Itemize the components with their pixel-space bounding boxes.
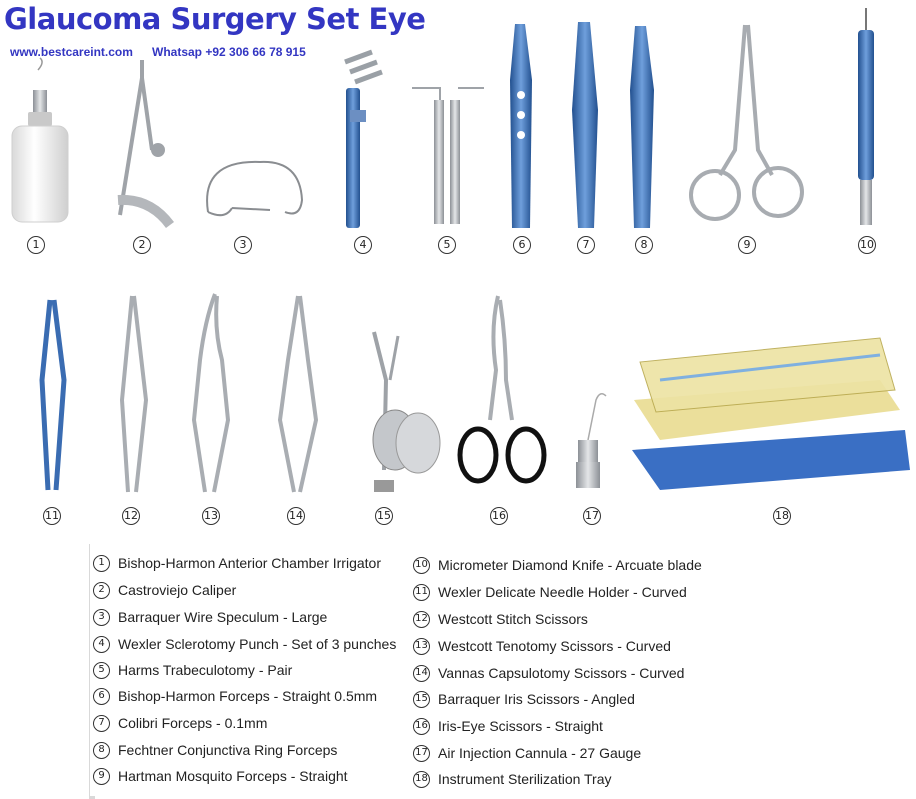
legend-text: Micrometer Diamond Knife - Arcuate blade xyxy=(438,557,702,573)
item-marker-5: 5 xyxy=(438,236,456,254)
item-marker-18: 18 xyxy=(773,507,791,525)
legend-text: Wexler Sclerotomy Punch - Set of 3 punch… xyxy=(118,636,397,652)
item-marker-7: 7 xyxy=(577,236,595,254)
website-text: www.bestcareint.com xyxy=(10,45,133,59)
legend-num: 15 xyxy=(413,691,430,708)
legend-num: 9 xyxy=(93,768,110,785)
legend-item-6: 6 Bishop-Harmon Forceps - Straight 0.5mm xyxy=(93,688,408,708)
legend-text: Bishop-Harmon Forceps - Straight 0.5mm xyxy=(118,688,378,704)
legend-text: Westcott Tenotomy Scissors - Curved xyxy=(438,638,671,654)
air-cannula-image xyxy=(576,393,607,488)
legend-num: 3 xyxy=(93,609,110,626)
irrigator-bottle-image xyxy=(11,57,69,223)
item-marker-15: 15 xyxy=(375,507,393,525)
sclerotomy-punch-image xyxy=(344,49,383,228)
legend-item-9: 9 Hartman Mosquito Forceps - Straight xyxy=(93,768,408,788)
colibri-forceps-image xyxy=(572,22,598,228)
legend-item-15: 15 Barraquer Iris Scissors - Angled xyxy=(413,691,733,711)
item-marker-13: 13 xyxy=(202,507,220,525)
bishop-harmon-forceps-image xyxy=(510,24,532,228)
legend-num: 6 xyxy=(93,688,110,705)
legend-item-13: 13 Westcott Tenotomy Scissors - Curved xyxy=(413,638,733,658)
item-marker-16: 16 xyxy=(490,507,508,525)
legend-num: 8 xyxy=(93,742,110,759)
legend-item-12: 12 Westcott Stitch Scissors xyxy=(413,611,733,631)
stitch-scissors-image xyxy=(119,295,149,493)
item-marker-17: 17 xyxy=(583,507,601,525)
legend-num: 17 xyxy=(413,745,430,762)
tenotomy-scissors-image xyxy=(191,293,231,493)
legend-item-8: 8 Fechtner Conjunctiva Ring Forceps xyxy=(93,742,408,762)
instrument-illustrations xyxy=(11,8,910,493)
legend-text: Fechtner Conjunctiva Ring Forceps xyxy=(118,742,338,758)
legend-item-11: 11 Wexler Delicate Needle Holder - Curve… xyxy=(413,584,733,604)
legend-text: Air Injection Cannula - 27 Gauge xyxy=(438,745,642,761)
legend-text: Barraquer Wire Speculum - Large xyxy=(118,609,328,625)
sterilization-tray-image xyxy=(632,337,910,490)
item-marker-11: 11 xyxy=(43,507,61,525)
whatsapp-text: Whatsap +92 306 66 78 915 xyxy=(152,45,306,59)
legend-num: 1 xyxy=(93,555,110,572)
legend-num: 4 xyxy=(93,636,110,653)
legend-item-3: 3 Barraquer Wire Speculum - Large xyxy=(93,609,408,629)
item-marker-2: 2 xyxy=(133,236,151,254)
legend-text: Colibri Forceps - 0.1mm xyxy=(118,715,268,731)
legend-num: 11 xyxy=(413,584,430,601)
item-marker-1: 1 xyxy=(27,236,45,254)
legend-text: Bishop-Harmon Anterior Chamber Irrigator xyxy=(118,555,381,571)
legend-num: 10 xyxy=(413,557,430,574)
legend-text: Harms Trabeculotomy - Pair xyxy=(118,662,293,678)
barraquer-scissors-image xyxy=(372,331,441,492)
wire-speculum-image xyxy=(206,160,304,217)
needle-holder-image xyxy=(39,299,67,491)
legend-num: 7 xyxy=(93,715,110,732)
legend-text: Hartman Mosquito Forceps - Straight xyxy=(118,768,348,784)
legend-num: 13 xyxy=(413,638,430,655)
legend-num: 12 xyxy=(413,611,430,628)
item-marker-6: 6 xyxy=(513,236,531,254)
legend-item-16: 16 Iris-Eye Scissors - Straight xyxy=(413,718,733,738)
legend-item-2: 2 Castroviejo Caliper xyxy=(93,582,408,602)
legend-text: Wexler Delicate Needle Holder - Curved xyxy=(438,584,687,600)
mosquito-forceps-image xyxy=(689,24,804,221)
legend-num: 16 xyxy=(413,718,430,735)
item-marker-14: 14 xyxy=(287,507,305,525)
legend-item-17: 17 Air Injection Cannula - 27 Gauge xyxy=(413,745,733,765)
fechtner-forceps-image xyxy=(630,26,654,228)
legend-item-14: 14 Vannas Capsulotomy Scissors - Curved xyxy=(413,665,733,685)
legend-text: Castroviejo Caliper xyxy=(118,582,237,598)
vannas-scissors-image xyxy=(277,295,319,493)
trabeculotomy-pair-image xyxy=(412,87,484,224)
item-marker-8: 8 xyxy=(635,236,653,254)
item-marker-4: 4 xyxy=(354,236,372,254)
caliper-image xyxy=(117,60,175,229)
legend-text: Westcott Stitch Scissors xyxy=(438,611,588,627)
legend-item-5: 5 Harms Trabeculotomy - Pair xyxy=(93,662,408,682)
item-marker-9: 9 xyxy=(738,236,756,254)
legend-item-4: 4 Wexler Sclerotomy Punch - Set of 3 pun… xyxy=(93,636,408,656)
legend-panel xyxy=(90,544,910,796)
legend-item-1: 1 Bishop-Harmon Anterior Chamber Irrigat… xyxy=(93,555,408,575)
legend-num: 18 xyxy=(413,771,430,788)
item-marker-12: 12 xyxy=(122,507,140,525)
legend-item-10: 10 Micrometer Diamond Knife - Arcuate bl… xyxy=(413,557,733,577)
legend-item-18: 18 Instrument Sterilization Tray xyxy=(413,771,733,791)
legend-text: Instrument Sterilization Tray xyxy=(438,771,612,787)
page-title: Glaucoma Surgery Set Eye xyxy=(4,2,426,36)
legend-num: 14 xyxy=(413,665,430,682)
item-marker-10: 10 xyxy=(858,236,876,254)
legend-num: 5 xyxy=(93,662,110,679)
iris-eye-scissors-image xyxy=(457,295,547,484)
item-marker-3: 3 xyxy=(234,236,252,254)
legend-num: 2 xyxy=(93,582,110,599)
legend-text: Vannas Capsulotomy Scissors - Curved xyxy=(438,665,685,681)
legend-item-7: 7 Colibri Forceps - 0.1mm xyxy=(93,715,408,735)
legend-text: Barraquer Iris Scissors - Angled xyxy=(438,691,635,707)
legend-text: Iris-Eye Scissors - Straight xyxy=(438,718,603,734)
diamond-knife-image xyxy=(858,8,874,225)
